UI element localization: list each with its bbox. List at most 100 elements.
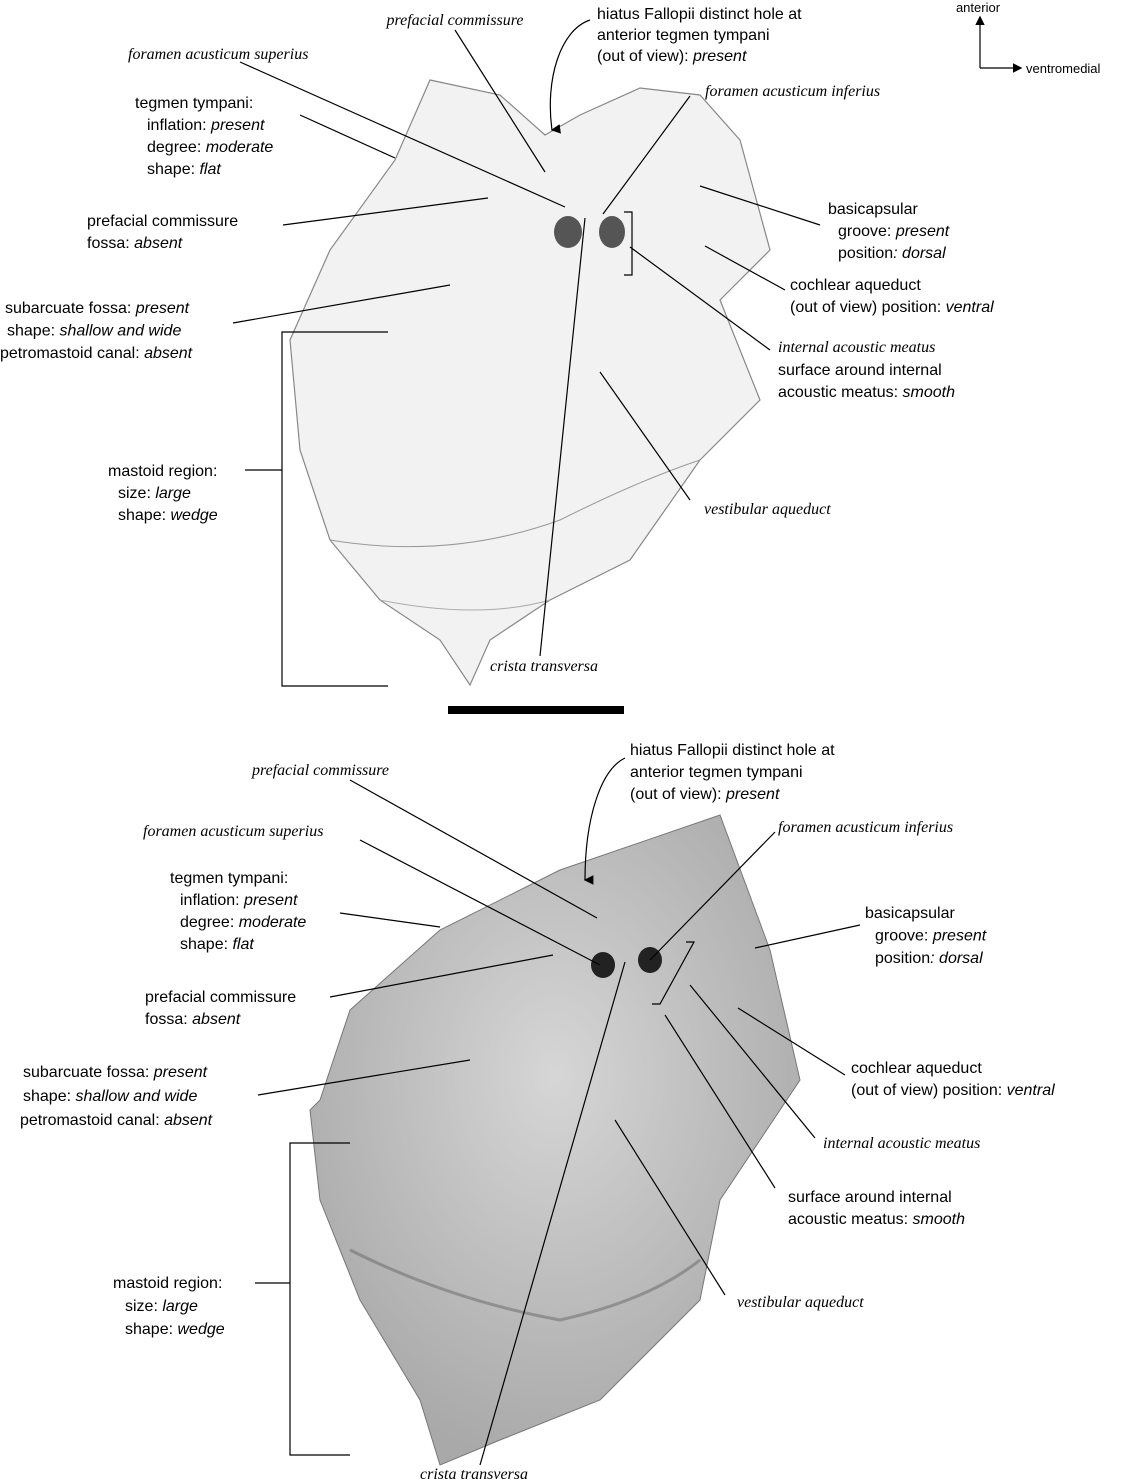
bottom-label-tegmen: inflation: present (180, 892, 298, 909)
bottom-label-subarcuate: shape: shallow and wide (23, 1088, 197, 1105)
label-text: basicapsular (865, 905, 956, 922)
label-text: fossa: (87, 235, 134, 252)
top-label-prefacial-fossa: prefacial commissure (87, 213, 238, 230)
label-text: (out of view): (597, 48, 693, 65)
bottom-label-prefacial-commissure: prefacial commissure (251, 762, 389, 779)
label-text: mastoid region: (113, 1275, 222, 1292)
top-label-subarcuate: petromastoid canal: absent (0, 345, 193, 362)
leader-lines (232, 19, 861, 1466)
top-basicapsular-leader (699, 185, 821, 226)
label-value: present (692, 48, 747, 65)
label-value: shallow and wide (59, 323, 181, 340)
top-meatus-leader (629, 246, 771, 351)
label-value: ventral (1007, 1082, 1055, 1099)
label-value: internal acoustic meatus (823, 1135, 980, 1152)
bottom-label-tegmen: shape: flat (180, 936, 254, 953)
label-text: (out of view) position: (851, 1082, 1007, 1099)
top-label-tegmen: shape: flat (147, 161, 221, 178)
bottom-vestibular-leader (614, 1119, 726, 1296)
bottom-hiatus-leader (583, 757, 626, 885)
label-value: internal acoustic meatus (778, 339, 935, 356)
label-text: petromastoid canal: (20, 1112, 164, 1129)
label-text: surface around internal (788, 1189, 952, 1206)
bottom-label-subarcuate: petromastoid canal: absent (20, 1112, 213, 1129)
bottom-label-internal-meatus: internal acoustic meatus (823, 1135, 980, 1152)
label-value: vestibular aqueduct (737, 1294, 864, 1311)
bottom-inferius-leader (649, 831, 776, 961)
top-label-cochlear: (out of view) position: ventral (790, 299, 994, 316)
bottom-label-mastoid: mastoid region: (113, 1275, 222, 1292)
bottom-prefacial-leader (349, 779, 598, 919)
label-text: petromastoid canal: (0, 345, 144, 362)
top-hiatus-leader (549, 19, 591, 134)
label-text: (out of view) position: (790, 299, 946, 316)
label-text: inflation: (180, 892, 244, 909)
orientation-compass: anterior ventromedial (956, 0, 1101, 76)
top-label-subarcuate: subarcuate fossa: present (5, 300, 190, 317)
label-text: mastoid region: (108, 463, 217, 480)
top-label-surface: acoustic meatus: smooth (778, 384, 955, 401)
bottom-label-mastoid: size: large (125, 1298, 198, 1315)
label-value: present (895, 223, 950, 240)
label-value: present (243, 892, 298, 909)
petrosal-drawing (289, 79, 771, 687)
bottom-label-basicapsular: groove: present (875, 928, 987, 945)
top-label-tegmen: degree: moderate (147, 139, 273, 156)
label-value: present (725, 786, 780, 803)
foramen-inferius-drawing (599, 216, 625, 248)
bottom-label-cochlear: cochlear aqueduct (851, 1060, 982, 1077)
label-value: prefacial commissure (251, 762, 389, 779)
bottom-label-surface: surface around internal (788, 1189, 952, 1206)
top-label-crista: crista transversa (490, 658, 598, 675)
label-text: anterior tegmen tympani (597, 27, 770, 44)
bottom-subarcuate-leader (257, 1059, 471, 1096)
bottom-label-prefacial-fossa: prefacial commissure (145, 989, 296, 1006)
label-value: absent (164, 1112, 213, 1129)
top-label-hiatus: (out of view): present (597, 48, 747, 65)
label-text: shape: (147, 161, 199, 178)
top-prefacial-leader (454, 29, 546, 173)
label-text: size: (118, 485, 155, 502)
top-label-vestibular: vestibular aqueduct (704, 501, 831, 518)
label-value: moderate (206, 139, 274, 156)
top-label-surface: surface around internal (778, 362, 942, 379)
label-value: foramen acusticum inferius (778, 819, 953, 836)
bottom-prefacial-fossa-leader (329, 954, 554, 998)
top-label-prefacial-commissure: prefacial commissure (385, 12, 523, 29)
label-value: moderate (239, 914, 307, 931)
label-text: degree: (147, 139, 206, 156)
label-text: tegmen tympani: (170, 870, 288, 887)
bottom-label-vestibular: vestibular aqueduct (737, 1294, 864, 1311)
top-tegmen-leader (299, 114, 396, 159)
foramen-superius-drawing (554, 216, 582, 248)
label-value: prefacial commissure (385, 12, 523, 29)
label-value: wedge (177, 1321, 224, 1338)
top-label-tegmen: inflation: present (147, 117, 265, 134)
label-value: smooth (913, 1211, 966, 1228)
bottom-superius-leader (359, 839, 601, 966)
label-value: foramen acusticum superius (143, 823, 323, 840)
label-text: hiatus Fallopii distinct hole at (630, 742, 835, 759)
scale-bar (448, 706, 624, 714)
bottom-label-hiatus: (out of view): present (630, 786, 780, 803)
bottom-surface-leader (664, 1014, 776, 1189)
label-value: shallow and wide (75, 1088, 197, 1105)
bottom-basicapsular-leader (754, 924, 861, 949)
top-vestibular-leader (599, 371, 691, 501)
bottom-label-surface: acoustic meatus: smooth (788, 1211, 965, 1228)
label-value: : dorsal (893, 245, 946, 262)
label-value: vestibular aqueduct (704, 501, 831, 518)
top-subarcuate-leader (232, 284, 451, 324)
label-text: position (875, 950, 930, 967)
label-text: cochlear aqueduct (790, 277, 921, 294)
top-crista-leader (539, 217, 586, 657)
label-text: (out of view): (630, 786, 726, 803)
bottom-meatus-bracket-leader (652, 941, 696, 1005)
top-label-prefacial-fossa: fossa: absent (87, 235, 183, 252)
bottom-label-basicapsular: position: dorsal (875, 950, 983, 967)
label-text: hiatus Fallopii distinct hole at (597, 6, 802, 23)
top-label-hiatus: anterior tegmen tympani (597, 27, 770, 44)
label-text: subarcuate fossa: (5, 300, 136, 317)
compass-ventromedial: ventromedial (1026, 61, 1101, 76)
